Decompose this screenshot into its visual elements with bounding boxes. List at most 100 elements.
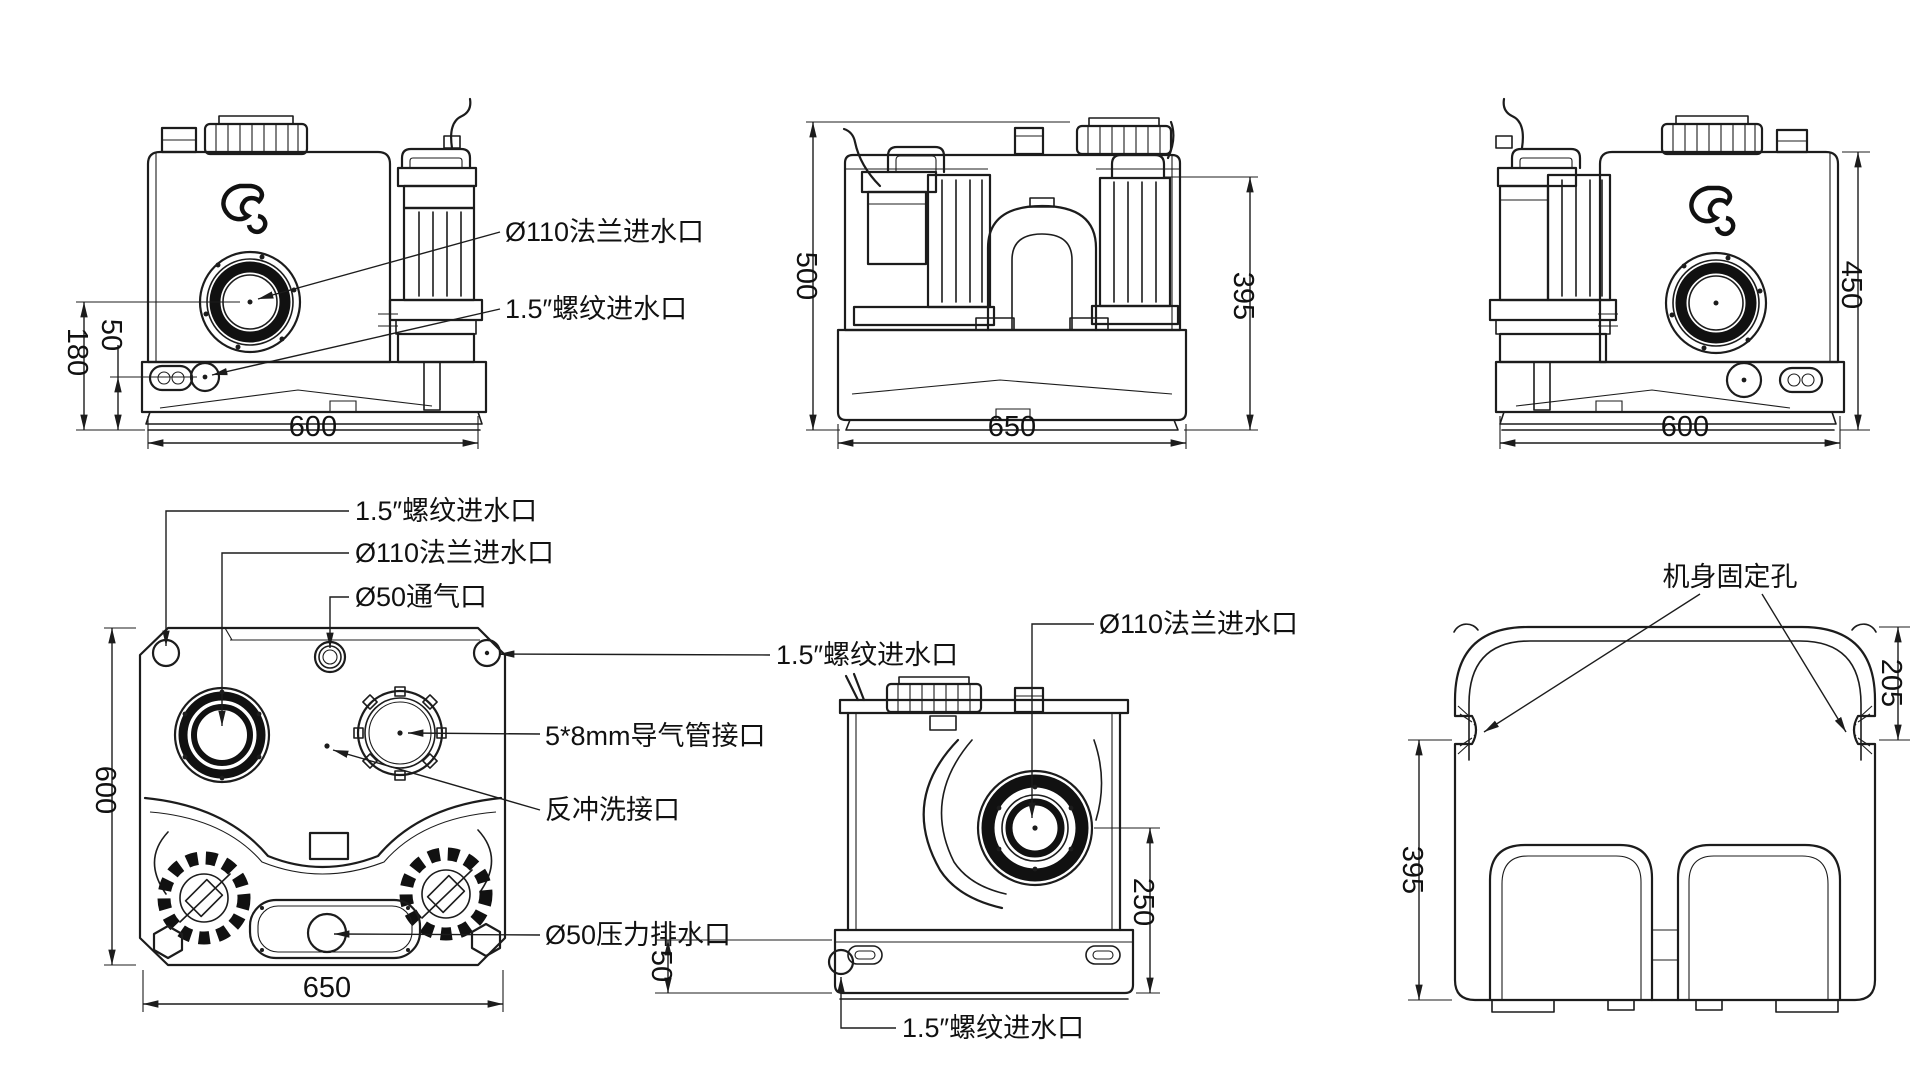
base — [836, 328, 1188, 431]
label-text: Ø110法兰进水口 — [355, 538, 554, 568]
tank-cap — [203, 122, 309, 156]
view-side-left: 180 50 600 Ø110法兰进水口 1.5″螺纹进水口 — [61, 97, 704, 449]
view-front-center: 500 395 650 — [790, 117, 1259, 449]
label-text: 5*8mm导气管接口 — [545, 721, 766, 751]
backflush-port-dot — [324, 743, 330, 749]
base — [827, 928, 1135, 1000]
lever — [844, 672, 866, 702]
pump-seat-left — [157, 851, 251, 945]
foot — [1607, 999, 1635, 1011]
foot — [1695, 999, 1723, 1011]
label-d-thread-right: 1.5″螺纹进水口 — [498, 640, 958, 670]
label-text: 1.5″螺纹进水口 — [505, 294, 687, 324]
keyhole-slot — [148, 364, 194, 392]
dim-e-50: 50 — [645, 939, 832, 994]
label-a-flange: Ø110法兰进水口 — [257, 217, 704, 300]
flange-inlet-circle — [976, 769, 1094, 887]
outlet-housing — [248, 898, 422, 960]
label-text: 反冲洗接口 — [545, 795, 680, 825]
hex-plug-left — [152, 924, 184, 960]
dim-text: 50 — [95, 319, 127, 351]
label-text: 1.5″螺纹进水口 — [355, 496, 537, 526]
label-e-flange: Ø110法兰进水口 — [1028, 609, 1298, 818]
label-d-thread-left: 1.5″螺纹进水口 — [162, 496, 537, 646]
pump-cavity-left — [1488, 843, 1654, 1002]
label-d-vent: Ø50通气口 — [326, 582, 487, 648]
dim-text: 395 — [1227, 272, 1259, 320]
tank-cap — [1660, 122, 1764, 156]
tank-body — [1598, 150, 1840, 364]
dim-text: 600 — [1661, 411, 1709, 443]
label-a-thread: 1.5″螺纹进水口 — [211, 294, 687, 376]
pump-left — [842, 127, 996, 327]
dim-d-600: 600 — [89, 627, 136, 966]
center-plate — [308, 831, 350, 861]
dim-text: 500 — [790, 252, 822, 300]
thread-inlet-circle — [827, 948, 855, 976]
outlet-stub — [1013, 126, 1045, 156]
label-text: Ø110法兰进水口 — [1099, 609, 1298, 639]
dim-c-600: 600 — [1499, 411, 1841, 449]
base — [1494, 360, 1846, 431]
dim-text: 180 — [61, 328, 93, 376]
dim-e-250: 250 — [1094, 827, 1160, 994]
label-d-air-tube: 5*8mm导气管接口 — [407, 721, 766, 751]
dim-f-395: 395 — [1396, 739, 1452, 1001]
dim-text: 395 — [1396, 846, 1428, 894]
dim-a-50: 50 — [95, 319, 197, 430]
label-text: 1.5″螺纹进水口 — [902, 1013, 1084, 1043]
dim-b-500: 500 — [790, 121, 1070, 431]
foot — [1775, 999, 1839, 1013]
pump-cavity-right — [1676, 843, 1842, 1002]
dim-a-180: 180 — [61, 301, 240, 431]
dim-text: 50 — [645, 950, 677, 982]
label-text: Ø50压力排水口 — [545, 920, 731, 950]
foot — [1491, 999, 1555, 1013]
fixing-hole-right — [1852, 705, 1873, 755]
dim-a-600: 600 — [147, 411, 479, 449]
pump-unit — [378, 97, 484, 411]
flange-inlet-circle — [1664, 251, 1768, 355]
label-text: Ø110法兰进水口 — [505, 217, 704, 247]
view-top-plan: 600 650 1.5″螺纹进水口 Ø110法兰进水口 Ø50通气口 1.5″螺… — [89, 496, 958, 1012]
body-outline — [1453, 625, 1877, 1002]
brand-logo-icon — [1689, 185, 1736, 237]
label-text: 机身固定孔 — [1663, 562, 1798, 592]
body-outline — [138, 626, 507, 967]
tank-sides — [846, 711, 1122, 932]
pump-seat-right — [399, 847, 493, 941]
dim-text: 600 — [289, 411, 337, 443]
label-f-fixing-holes: 机身固定孔 — [1483, 562, 1847, 733]
label-text: Ø50通气口 — [355, 582, 487, 612]
view-side-bottom-center: 50 250 Ø110法兰进水口 1.5″螺纹进水口 — [645, 609, 1298, 1043]
view-side-right: 450 600 — [1488, 97, 1870, 449]
label-d-backflush: 反冲洗接口 — [332, 749, 680, 825]
label-d-flange: Ø110法兰进水口 — [218, 538, 554, 726]
pump-unit — [1488, 97, 1618, 411]
dim-text: 600 — [89, 766, 121, 814]
top-plate — [838, 698, 1130, 715]
dim-text: 250 — [1127, 878, 1159, 926]
view-front-bottom-right: 机身固定孔 205 395 — [1396, 562, 1910, 1013]
brand-logo-icon — [221, 183, 268, 235]
dim-f-205: 205 — [1875, 626, 1910, 741]
dim-b-395: 395 — [1164, 176, 1259, 431]
dim-text: 650 — [303, 972, 351, 1004]
dim-text: 205 — [1875, 659, 1907, 707]
label-e-thread: 1.5″螺纹进水口 — [837, 977, 1084, 1043]
thread-inlet-circle — [1725, 361, 1763, 399]
dim-d-650: 650 — [142, 970, 504, 1012]
fixing-hole-left — [1457, 705, 1478, 755]
label-d-outlet: Ø50压力排水口 — [333, 920, 731, 950]
discharge-arch-pipe — [975, 197, 1109, 332]
keyhole-slot — [1778, 366, 1824, 394]
pump-right — [1090, 120, 1180, 326]
dim-c-450: 450 — [1835, 151, 1870, 431]
dim-text: 650 — [988, 411, 1036, 443]
dim-b-650: 650 — [837, 411, 1187, 449]
dim-text: 450 — [1835, 261, 1867, 309]
hex-plug-right — [470, 922, 502, 958]
tank-body — [146, 150, 392, 364]
